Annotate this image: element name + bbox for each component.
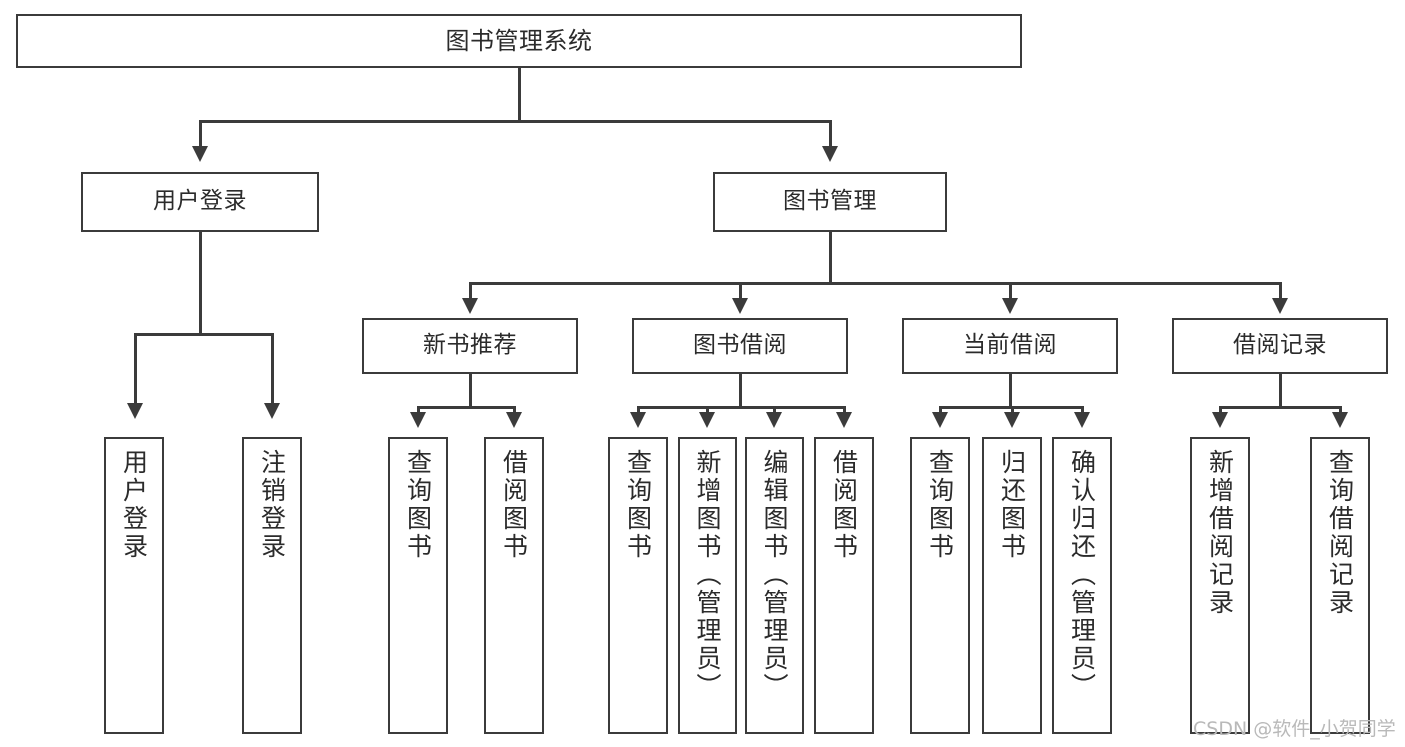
connector-book-borrow-to-leaf-3 [773, 406, 776, 414]
leaf-borrow-edit-book-admin[interactable]: 编辑图书（管理员） [745, 437, 804, 734]
leaf-user-login[interactable]: 用户登录 [104, 437, 164, 734]
leaf-current-query-book[interactable]: 查询图书 [910, 437, 970, 734]
connector-new-book-stem [469, 374, 472, 408]
arrowhead-to-borrow-book [732, 298, 748, 314]
leaf-newbook-borrow-book[interactable]: 借阅图书 [484, 437, 544, 734]
watermark-text: CSDN @软件_小贺同学 [1193, 718, 1396, 740]
node-book-management[interactable]: 图书管理 [713, 172, 947, 232]
node-borrow-record[interactable]: 借阅记录 [1172, 318, 1388, 374]
leaf-borrow-borrow-book[interactable]: 借阅图书 [814, 437, 874, 734]
arrowhead-book-borrow-leaf-2 [699, 412, 715, 428]
connector-current-borrow-stem [1009, 374, 1012, 408]
connector-book-borrow-stem [739, 374, 742, 408]
connector-borrow-record-to-leaf-2 [1339, 406, 1342, 414]
connector-user-login-to-leaf-2 [271, 333, 274, 405]
connector-book-borrow-to-leaf-4 [843, 406, 846, 414]
connector-borrow-record-to-leaf-1 [1219, 406, 1222, 414]
arrowhead-to-user-login [192, 146, 208, 162]
leaf-record-query-record[interactable]: 查询借阅记录 [1310, 437, 1370, 734]
connector-new-book-bus [417, 406, 515, 409]
connector-book-mgmt-to-borrow-book [739, 282, 742, 300]
node-book-borrow[interactable]: 图书借阅 [632, 318, 848, 374]
connector-book-mgmt-to-current-borrow [1009, 282, 1012, 300]
node-label: 查询借阅记录 [1325, 449, 1355, 617]
connector-book-mgmt-to-new-book [469, 282, 472, 300]
connector-book-borrow-to-leaf-2 [706, 406, 709, 414]
arrowhead-current-borrow-leaf-3 [1074, 412, 1090, 428]
node-label: 确认归还（管理员） [1067, 449, 1097, 701]
node-label: 查询图书 [403, 449, 433, 561]
node-current-borrow[interactable]: 当前借阅 [902, 318, 1118, 374]
arrowhead-to-book-mgmt [822, 146, 838, 162]
arrowhead-book-borrow-leaf-1 [630, 412, 646, 428]
leaf-borrow-query-book[interactable]: 查询图书 [608, 437, 668, 734]
leaf-current-return-book[interactable]: 归还图书 [982, 437, 1042, 734]
connector-current-borrow-to-leaf-2 [1011, 406, 1014, 414]
node-label: 新增图书（管理员） [693, 449, 722, 701]
arrowhead-book-borrow-leaf-4 [836, 412, 852, 428]
node-label: 查询图书 [925, 449, 955, 561]
connector-current-borrow-to-leaf-1 [939, 406, 942, 414]
node-root-system[interactable]: 图书管理系统 [16, 14, 1022, 68]
node-label: 借阅记录 [1233, 332, 1327, 359]
connector-root-to-book-mgmt [829, 120, 832, 148]
node-label: 图书管理系统 [445, 26, 593, 55]
arrowhead-user-login-leaf-2 [264, 403, 280, 419]
node-user-login[interactable]: 用户登录 [81, 172, 319, 232]
leaf-current-confirm-return-admin[interactable]: 确认归还（管理员） [1052, 437, 1112, 734]
connector-current-borrow-to-leaf-3 [1081, 406, 1084, 414]
connector-root-bus [199, 120, 831, 123]
node-label: 用户登录 [119, 449, 149, 561]
node-label: 注销登录 [257, 449, 287, 561]
arrowhead-current-borrow-leaf-1 [932, 412, 948, 428]
node-label: 编辑图书（管理员） [760, 449, 789, 701]
arrowhead-user-login-leaf-1 [127, 403, 143, 419]
node-new-book-recommend[interactable]: 新书推荐 [362, 318, 578, 374]
node-label: 新增借阅记录 [1205, 449, 1235, 617]
connector-user-login-stem [199, 232, 202, 335]
connector-book-borrow-to-leaf-1 [637, 406, 640, 414]
arrowhead-borrow-record-leaf-1 [1212, 412, 1228, 428]
node-label: 图书管理 [783, 188, 877, 215]
node-label: 当前借阅 [963, 332, 1057, 359]
connector-new-book-to-leaf-2 [513, 406, 516, 414]
leaf-newbook-query-book[interactable]: 查询图书 [388, 437, 448, 734]
connector-borrow-record-bus [1219, 406, 1341, 409]
connector-root-stem [518, 68, 521, 122]
node-label: 归还图书 [997, 449, 1027, 561]
arrowhead-to-borrow-record [1272, 298, 1288, 314]
node-label: 借阅图书 [499, 449, 529, 561]
connector-borrow-record-stem [1279, 374, 1282, 408]
leaf-borrow-add-book-admin[interactable]: 新增图书（管理员） [678, 437, 737, 734]
arrowhead-book-borrow-leaf-3 [766, 412, 782, 428]
connector-new-book-to-leaf-1 [417, 406, 420, 414]
connector-book-mgmt-bus [469, 282, 1281, 285]
connector-book-borrow-bus [637, 406, 845, 409]
arrowhead-new-book-leaf-2 [506, 412, 522, 428]
arrowhead-to-current-borrow [1002, 298, 1018, 314]
connector-root-to-user-login [199, 120, 202, 148]
arrowhead-current-borrow-leaf-2 [1004, 412, 1020, 428]
node-label: 新书推荐 [423, 332, 517, 359]
node-label: 用户登录 [153, 188, 247, 215]
leaf-logout[interactable]: 注销登录 [242, 437, 302, 734]
node-label: 查询图书 [623, 449, 653, 561]
connector-book-mgmt-stem [829, 232, 832, 284]
connector-user-login-to-leaf-1 [134, 333, 137, 405]
arrowhead-new-book-leaf-1 [410, 412, 426, 428]
connector-user-login-bus [134, 333, 273, 336]
node-label: 借阅图书 [829, 449, 859, 561]
node-label: 图书借阅 [693, 332, 787, 359]
arrowhead-borrow-record-leaf-2 [1332, 412, 1348, 428]
leaf-record-add-record[interactable]: 新增借阅记录 [1190, 437, 1250, 734]
connector-book-mgmt-to-borrow-record [1279, 282, 1282, 300]
arrowhead-to-new-book [462, 298, 478, 314]
